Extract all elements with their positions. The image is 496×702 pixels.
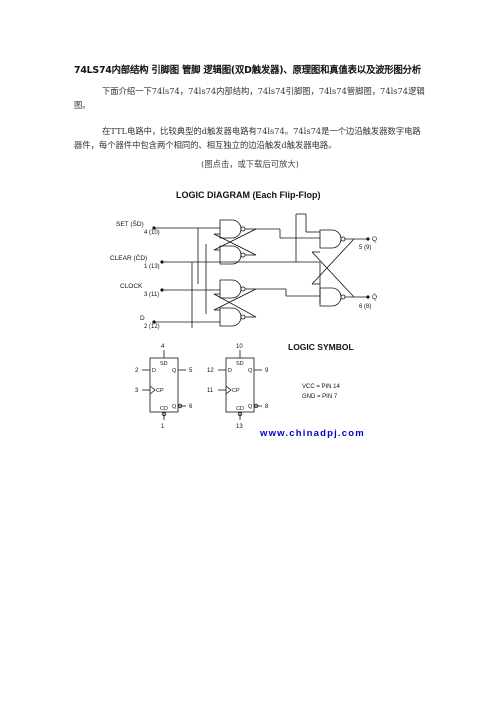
figure-caption: (图点击，或下载后可放大) <box>201 159 299 169</box>
symbol-1-q-label: Q <box>172 368 177 374</box>
output-label-q: Q <box>372 236 377 243</box>
symbol-2-cp-label: CP <box>232 388 240 394</box>
symbol-1-qbar-label: Q <box>172 404 177 410</box>
symbol-2-cd-label: CD <box>236 406 244 412</box>
gate-network <box>152 213 370 328</box>
input-pin-d: 2 (12) <box>144 324 160 330</box>
symbol-1-sd-label: SD <box>160 361 168 367</box>
logic-figure: LOGIC DIAGRAM (Each Flip-Flop) SET (S̄D)… <box>110 184 400 444</box>
input-label-clear: CLEAR (C̄D) <box>110 254 147 262</box>
symbol-2-sd-label: SD <box>236 361 244 367</box>
input-pin-clock: 3 (11) <box>144 292 159 298</box>
symbol-1-bottom-pin: 1 <box>161 424 165 430</box>
symbol-1-top-pin: 4 <box>161 344 165 350</box>
symbol-1-outline <box>142 350 186 420</box>
symbol-2-bottom-pin: 13 <box>236 424 243 430</box>
output-label-qbar: Q̄ <box>372 293 377 301</box>
output-pin-qbar: 6 (8) <box>359 304 371 310</box>
input-label-d: D <box>140 315 145 322</box>
intro-paragraph: 下面介绍一下74ls74，74ls74内部结构，74ls74引脚图，74ls74… <box>74 86 425 110</box>
symbol-2-outline <box>218 350 262 420</box>
gnd-note: GND = PIN 7 <box>302 394 338 400</box>
vcc-note: VCC = PIN 14 <box>302 384 341 390</box>
watermark-text: www.chinadpj.com <box>259 428 365 439</box>
symbol-1-d-pin: 2 <box>135 368 139 374</box>
symbol-2-q-label: Q <box>248 368 253 374</box>
symbol-1-q-pin: 5 <box>189 368 193 374</box>
symbol-2-qbar-label: Q <box>248 404 253 410</box>
symbol-1-cd-label: CD <box>160 406 168 412</box>
symbol-1-qbar-pin: 6 <box>189 404 193 410</box>
symbol-1-cp-pin: 3 <box>135 388 139 394</box>
input-pin-set: 4 (10) <box>144 230 160 236</box>
input-label-set: SET (S̄D) <box>116 220 144 228</box>
symbol-2-q-pin: 9 <box>265 368 269 374</box>
symbol-2-cp-pin: 11 <box>207 388 214 394</box>
symbol-2-top-pin: 10 <box>236 344 243 350</box>
output-pin-q: 5 (9) <box>359 245 371 251</box>
description-paragraph: 在TTL电路中，比较典型的d触发器电路有74ls74。74ls74是一个边沿触发… <box>74 126 421 150</box>
symbol-2-qbar-pin: 8 <box>265 404 269 410</box>
input-pin-clear: 1 (13) <box>144 264 160 270</box>
symbol-2-d-pin: 12 <box>207 368 214 374</box>
logic-diagram-svg: LOGIC DIAGRAM (Each Flip-Flop) SET (S̄D)… <box>110 190 377 439</box>
symbol-1-cp-label: CP <box>156 388 164 394</box>
logic-diagram-title: LOGIC DIAGRAM (Each Flip-Flop) <box>176 190 321 200</box>
input-label-clock: CLOCK <box>120 283 143 290</box>
logic-symbol-title: LOGIC SYMBOL <box>288 342 354 352</box>
symbol-2-d-label: D <box>228 368 232 374</box>
symbol-1-d-label: D <box>152 368 156 374</box>
page-title: 74LS74内部结构 引脚图 管脚 逻辑图(双D触发器)、原理图和真值表以及波形… <box>74 65 421 76</box>
